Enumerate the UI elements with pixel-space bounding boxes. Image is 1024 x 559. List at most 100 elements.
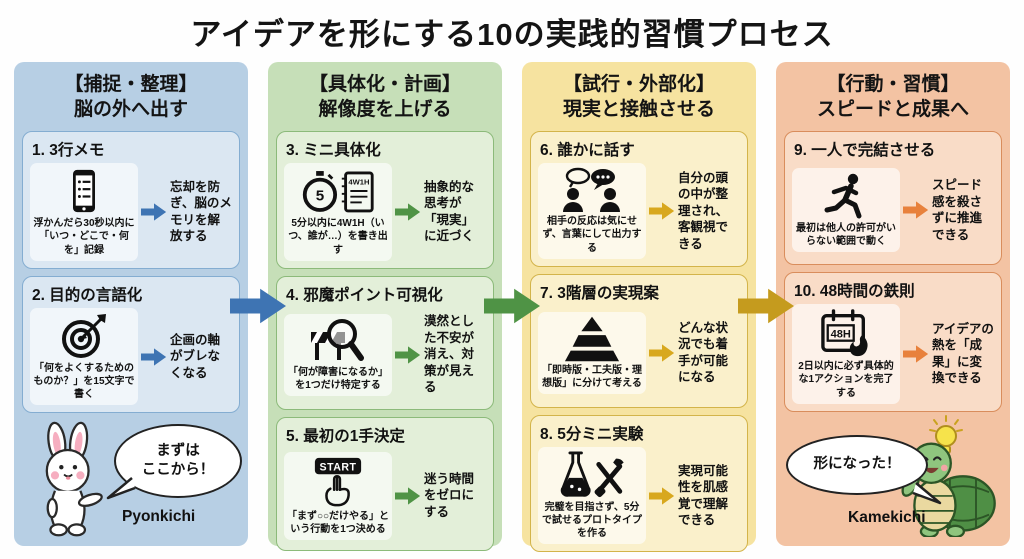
speech-bubble-tail <box>912 481 942 504</box>
column-connector-arrow-2 <box>484 288 540 324</box>
icon-box: 「何をよくするためのものか？」を15文字で書く <box>30 307 138 406</box>
calendar-48h-icon: 48H <box>821 309 868 357</box>
card-caption: 「まず○○だけやる」という行動を1つ決める <box>286 510 390 535</box>
card-caption: 5分以内に4W1H（いつ、誰が…）を書き出す <box>288 218 388 256</box>
column-concretize-plan: 【具体化・計画】 解像度を上げる 3. ミニ具体化 5 4W1H <box>268 62 502 551</box>
column-header-line2: 現実と接触させる <box>562 99 715 121</box>
right-arrow-icon <box>141 347 167 366</box>
speech-line2: ここから！ <box>141 462 215 479</box>
card-title: 6. 誰かに話す <box>540 142 635 160</box>
card-title: 10. 48時間の鉄則 <box>794 283 915 301</box>
card-title: 2. 目的の言語化 <box>32 286 143 304</box>
card-benefit: 実現可能性を肌感覚で理解できる <box>678 463 729 528</box>
card-caption: 2日以内に必ず具体的な1アクションを完了する <box>798 361 894 399</box>
card-caption: 「即時版・工夫版・理想版」に分けて考える <box>542 364 642 389</box>
card-title: 8. 5分ミニ実験 <box>540 425 644 443</box>
phone-memo-icon <box>73 170 95 213</box>
process-board: 【捕捉・整理】 脳の外へ出す 1. 3行メモ <box>14 62 1010 553</box>
card-caption: 「何をよくするためのものか？」を15文字で書く <box>33 362 135 401</box>
card-title: 1. 3行メモ <box>32 142 105 160</box>
column-header-line2: 解像度を上げる <box>318 99 452 121</box>
column-header: 【試行・外部化】 現実と接触させる <box>530 72 748 122</box>
card-1-three-line-memo: 1. 3行メモ 浮かんだら30秒 <box>22 131 240 269</box>
column-connector-arrow-1 <box>230 288 286 324</box>
icon-box: 浮かんだら30秒以内に「いつ・どこで・何を」記録 <box>30 163 138 261</box>
card-benefit: スピード感を殺さずに推進できる <box>932 178 983 242</box>
card-benefit: 忘却を防ぎ、脳のメモリを解放する <box>170 179 232 244</box>
column-trial-externalize: 【試行・外部化】 現実と接触させる 6. 誰かに話す <box>522 62 756 553</box>
card-3-mini-concretize: 3. ミニ具体化 5 4W1H 5分以内に4W1 <box>276 131 494 269</box>
rabbit-speech-bubble: まずは ここから！ <box>114 424 242 499</box>
icon-box: 完璧を目指さず、5分で試せるプロトタイプを作る <box>538 446 646 545</box>
svg-text:5: 5 <box>316 188 325 205</box>
card-benefit: 漠然とした不安が消え、対策が見える <box>424 314 475 395</box>
right-arrow-icon <box>395 487 421 505</box>
turtle-name: Kamekichi <box>848 508 926 526</box>
card-9-complete-alone: 9. 一人で完結させる 最初は他人の許可がいらない範囲で動 <box>784 131 1002 266</box>
icon-box: 相手の反応は気にせず、言葉にして出力する <box>538 163 646 259</box>
rabbit-mascot <box>45 422 103 537</box>
right-arrow-icon <box>649 202 675 220</box>
talking-people-icon <box>563 167 620 213</box>
svg-text:48H: 48H <box>831 328 851 340</box>
right-arrow-icon <box>649 486 675 505</box>
column-header-line1: 【試行・外部化】 <box>562 74 715 95</box>
stopwatch-notebook-icon: 5 4W1H <box>302 171 374 213</box>
icon-box: 「即時版・工夫版・理想版」に分けて考える <box>538 311 646 394</box>
column-header-line1: 【具体化・計画】 <box>308 74 461 95</box>
card-benefit: 企画の軸がブレなくなる <box>170 332 221 380</box>
card-10-48-hour-rule: 10. 48時間の鉄則 48H 2日以 <box>784 272 1002 412</box>
column-header-line2: スピードと成果へ <box>816 99 969 121</box>
svg-text:4W1H: 4W1H <box>348 178 369 187</box>
column-connector-arrow-3 <box>738 288 794 324</box>
card-benefit: 迷う時間をゼロにする <box>424 471 475 519</box>
icon-box: 「何が障害になるか」を1つだけ特定する <box>284 313 392 396</box>
svg-text:START: START <box>320 461 357 473</box>
rabbit-character-area: まずは ここから！ Pyonkichi <box>22 420 242 538</box>
column-action-habit: 【行動・習慣】 スピードと成果へ 9. 一人で完結させる <box>776 62 1010 546</box>
card-title: 9. 一人で完結させる <box>794 142 936 160</box>
card-7-three-tier-plan: 7. 3階層の実現案 「即時版・工夫版・理想版」に分けて考える どんな状況でも着… <box>530 273 748 408</box>
card-4-obstacle-visualization: 4. 邪魔ポイント可視化 「何が障害になるか」を1つだけ特定する <box>276 275 494 410</box>
card-6-talk-to-someone: 6. 誰かに話す <box>530 131 748 267</box>
icon-box: 48H 2日以内に必ず具体的な1アクションを完了する <box>792 304 900 404</box>
right-arrow-icon <box>395 203 421 221</box>
turtle-speech-bubble: 形になった！ <box>786 434 928 495</box>
column-header: 【具体化・計画】 解像度を上げる <box>276 72 494 122</box>
column-header: 【行動・習慣】 スピードと成果へ <box>784 72 1002 122</box>
barrier-magnifier-icon <box>311 318 364 361</box>
right-arrow-icon <box>903 345 929 363</box>
card-caption: 浮かんだら30秒以内に「いつ・どこで・何を」記録 <box>33 218 135 256</box>
icon-box: START 「まず○○だけやる」という行動を1つ決める <box>284 451 392 540</box>
card-benefit: アイデアの熱を「成果」に変換できる <box>932 321 994 386</box>
card-benefit: 抽象的な思考が「現実」に近づく <box>424 179 475 244</box>
page-title: アイデアを形にする10の実践的習慣プロセス <box>190 17 834 52</box>
card-title: 5. 最初の1手決定 <box>286 427 405 445</box>
card-caption: 完璧を目指さず、5分で試せるプロトタイプを作る <box>542 501 642 540</box>
icon-box: 5 4W1H 5分以内に4W1H（いつ、誰が…）を書き出す <box>284 163 392 261</box>
card-8-five-minute-experiment: 8. 5分ミニ実験 <box>530 414 748 553</box>
speech-line1: まずは <box>156 442 200 459</box>
column-header: 【捕捉・整理】 脳の外へ出す <box>22 72 240 122</box>
speech-line1: 形になった！ <box>813 455 901 472</box>
start-button-hand-icon: START <box>314 457 362 506</box>
card-title: 3. ミニ具体化 <box>286 142 381 160</box>
right-arrow-icon <box>141 203 167 221</box>
target-dart-icon <box>62 313 106 358</box>
right-arrow-icon <box>649 344 675 362</box>
turtle-mascot <box>901 442 996 537</box>
card-5-first-move-decision: 5. 最初の1手決定 START 「まず○○だけやる」という行動 <box>276 416 494 551</box>
card-caption: 最初は他人の許可がいらない範囲で動く <box>796 222 896 248</box>
flask-tools-icon <box>560 451 624 497</box>
right-arrow-icon <box>395 346 421 364</box>
speech-bubble-tail <box>106 477 136 500</box>
turtle-character-area: 形になった！ <box>784 414 1002 538</box>
card-benefit: 自分の頭の中が整理され、客観視できる <box>678 170 729 251</box>
card-benefit: どんな状況でも着手が可能になる <box>678 320 729 385</box>
card-caption: 相手の反応は気にせず、言葉にして出力する <box>542 216 642 254</box>
icon-box: 最初は他人の許可がいらない範囲で動く <box>792 167 900 253</box>
card-caption: 「何が障害になるか」を1つだけ特定する <box>288 366 388 391</box>
column-header-line2: 脳の外へ出す <box>73 99 188 121</box>
rabbit-name: Pyonkichi <box>122 508 196 526</box>
